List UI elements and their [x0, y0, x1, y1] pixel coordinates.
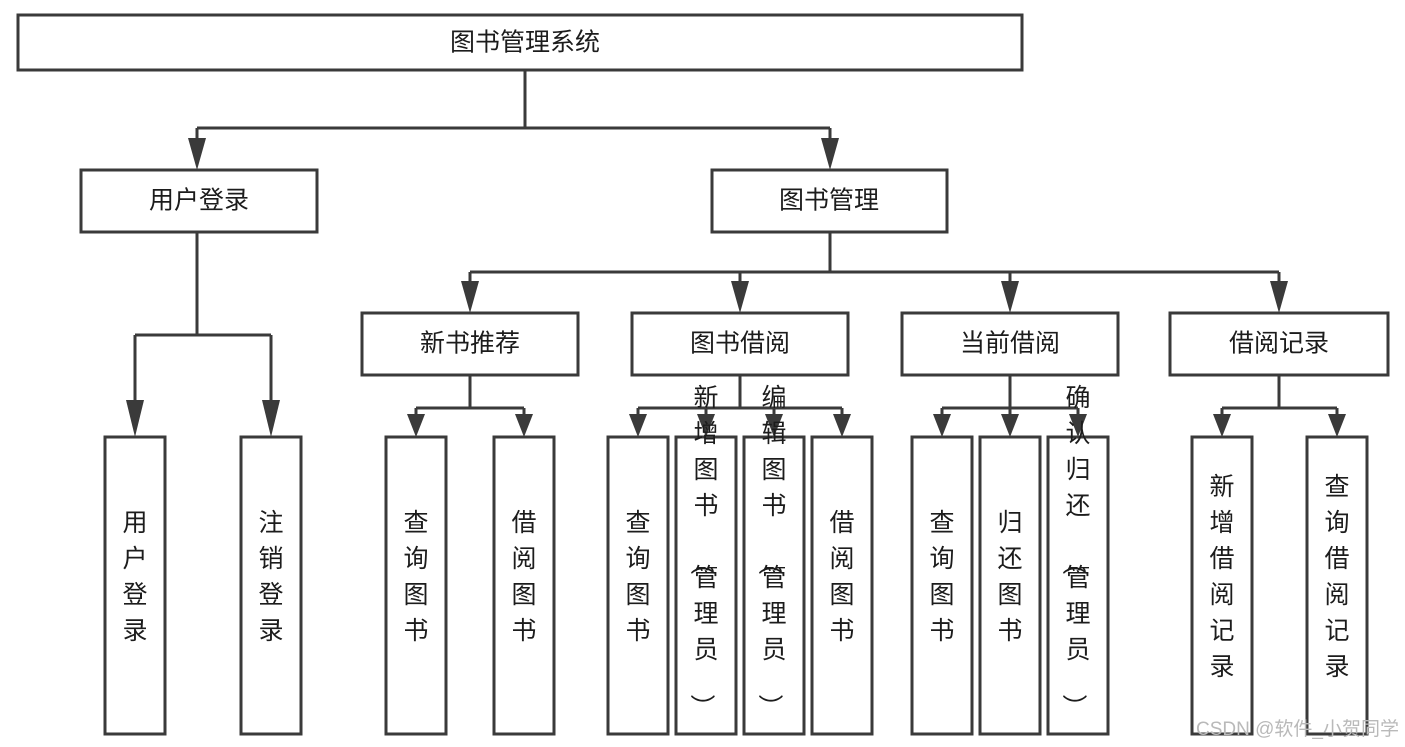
- arrowhead-borrow-leaf-2: [697, 414, 715, 437]
- leaf-current-query-book-box[interactable]: [910, 435, 974, 736]
- leaf-add-book-admin-box[interactable]: [674, 435, 738, 736]
- node-leaf-query-borrow-record[interactable]: 查询借阅记录: [1305, 435, 1369, 736]
- csdn-watermark: CSDN @软件_小贺同学: [1196, 718, 1399, 740]
- leaf-return-book-label: 归还图书: [997, 509, 1022, 645]
- node-new-book-recommend[interactable]: 新书推荐: [360, 311, 580, 377]
- node-user-login[interactable]: 用户登录: [79, 168, 319, 234]
- borrow-record-box[interactable]: [1168, 311, 1390, 377]
- leaf-borrow-query-book-label: 查询图书: [625, 509, 650, 645]
- node-book-borrow[interactable]: 图书借阅: [630, 311, 850, 377]
- leaf-add-borrow-record-label: 新增借阅记录: [1209, 473, 1234, 681]
- leaf-edit-book-admin-box[interactable]: [742, 435, 806, 736]
- leaf-borrow-book-box[interactable]: [810, 435, 874, 736]
- book-borrow-label: 图书借阅: [690, 330, 790, 358]
- user-login-box[interactable]: [79, 168, 319, 234]
- node-leaf-logout[interactable]: 注销登录: [239, 435, 303, 736]
- arrowhead-borrow-leaf-3: [765, 414, 783, 437]
- book-borrow-box[interactable]: [630, 311, 850, 377]
- leaf-query-borrow-record-box[interactable]: [1305, 435, 1369, 736]
- arrowhead-current-leaf-3: [1069, 414, 1087, 437]
- node-leaf-current-query-book[interactable]: 查询图书: [910, 435, 974, 736]
- node-borrow-record[interactable]: 借阅记录: [1168, 311, 1390, 377]
- node-leaf-add-book-admin[interactable]: 新增图书（管理员）: [674, 384, 738, 736]
- leaf-user-login-label: 用户登录: [122, 509, 147, 645]
- leaf-confirm-return-admin-label: 确认归还（管理员）: [1059, 384, 1090, 719]
- node-leaf-add-borrow-record[interactable]: 新增借阅记录: [1190, 435, 1254, 736]
- new-book-recommend-box[interactable]: [360, 311, 580, 377]
- leaf-recommend-borrow-book-box[interactable]: [492, 435, 556, 736]
- node-book-management[interactable]: 图书管理: [710, 168, 949, 234]
- node-root-system[interactable]: 图书管理系统: [16, 13, 1024, 72]
- borrow-record-label: 借阅记录: [1229, 330, 1329, 358]
- leaf-add-borrow-record-box[interactable]: [1190, 435, 1254, 736]
- arrowhead-current-borrow: [1001, 281, 1019, 313]
- arrowhead-recommend-leaf-1: [407, 414, 425, 437]
- leaf-query-borrow-record-label: 查询借阅记录: [1324, 473, 1349, 681]
- leaf-recommend-borrow-book-label: 借阅图书: [511, 509, 536, 645]
- leaf-recommend-query-book-label: 查询图书: [403, 509, 428, 645]
- current-borrow-box[interactable]: [900, 311, 1120, 377]
- book-management-box[interactable]: [710, 168, 949, 234]
- leaf-logout-box[interactable]: [239, 435, 303, 736]
- leaf-borrow-query-book-box[interactable]: [606, 435, 670, 736]
- node-leaf-confirm-return-admin[interactable]: 确认归还（管理员）: [1046, 384, 1110, 736]
- arrowhead-recommend-leaf-2: [515, 414, 533, 437]
- node-leaf-borrow-query-book[interactable]: 查询图书: [606, 435, 670, 736]
- node-current-borrow[interactable]: 当前借阅: [900, 311, 1120, 377]
- arrowhead-record-leaf-2: [1328, 414, 1346, 437]
- node-leaf-recommend-query-book[interactable]: 查询图书: [384, 435, 448, 736]
- leaf-logout-label: 注销登录: [258, 509, 283, 645]
- arrowhead-borrow-leaf-1: [629, 414, 647, 437]
- node-leaf-edit-book-admin[interactable]: 编辑图书（管理员）: [742, 384, 806, 736]
- leaf-user-login-box[interactable]: [103, 435, 167, 736]
- root-label: 图书管理系统: [450, 29, 600, 57]
- leaf-borrow-book-label: 借阅图书: [829, 509, 854, 645]
- root-box[interactable]: [16, 13, 1024, 72]
- arrowhead-new-book-recommend: [461, 281, 479, 313]
- node-leaf-return-book[interactable]: 归还图书: [978, 435, 1042, 736]
- arrowhead-borrow-record: [1270, 281, 1288, 313]
- node-leaf-user-login[interactable]: 用户登录: [103, 435, 167, 736]
- book-management-label: 图书管理: [779, 187, 879, 215]
- arrowhead-leaf-user-login: [126, 400, 144, 437]
- node-leaf-recommend-borrow-book[interactable]: 借阅图书: [492, 435, 556, 736]
- leaf-edit-book-admin-label: 编辑图书（管理员）: [755, 384, 786, 719]
- node-leaf-borrow-book[interactable]: 借阅图书: [810, 435, 874, 736]
- arrowhead-record-leaf-1: [1213, 414, 1231, 437]
- leaf-current-query-book-label: 查询图书: [929, 509, 954, 645]
- new-book-recommend-label: 新书推荐: [420, 330, 520, 358]
- arrowhead-current-leaf-1: [933, 414, 951, 437]
- arrowhead-current-leaf-2: [1001, 414, 1019, 437]
- leaf-confirm-return-admin-box[interactable]: [1046, 435, 1110, 736]
- leaf-recommend-query-book-box[interactable]: [384, 435, 448, 736]
- leaf-add-book-admin-label: 新增图书（管理员）: [687, 384, 718, 719]
- leaf-return-book-box[interactable]: [978, 435, 1042, 736]
- arrowhead-book-mgmt: [821, 138, 839, 170]
- arrowhead-book-borrow: [731, 281, 749, 313]
- user-login-label: 用户登录: [149, 187, 249, 215]
- arrowhead-borrow-leaf-4: [833, 414, 851, 437]
- connectors-layer: [126, 70, 1346, 437]
- arrowhead-leaf-logout: [262, 400, 280, 437]
- current-borrow-label: 当前借阅: [960, 330, 1060, 358]
- arrowhead-user-login: [188, 138, 206, 170]
